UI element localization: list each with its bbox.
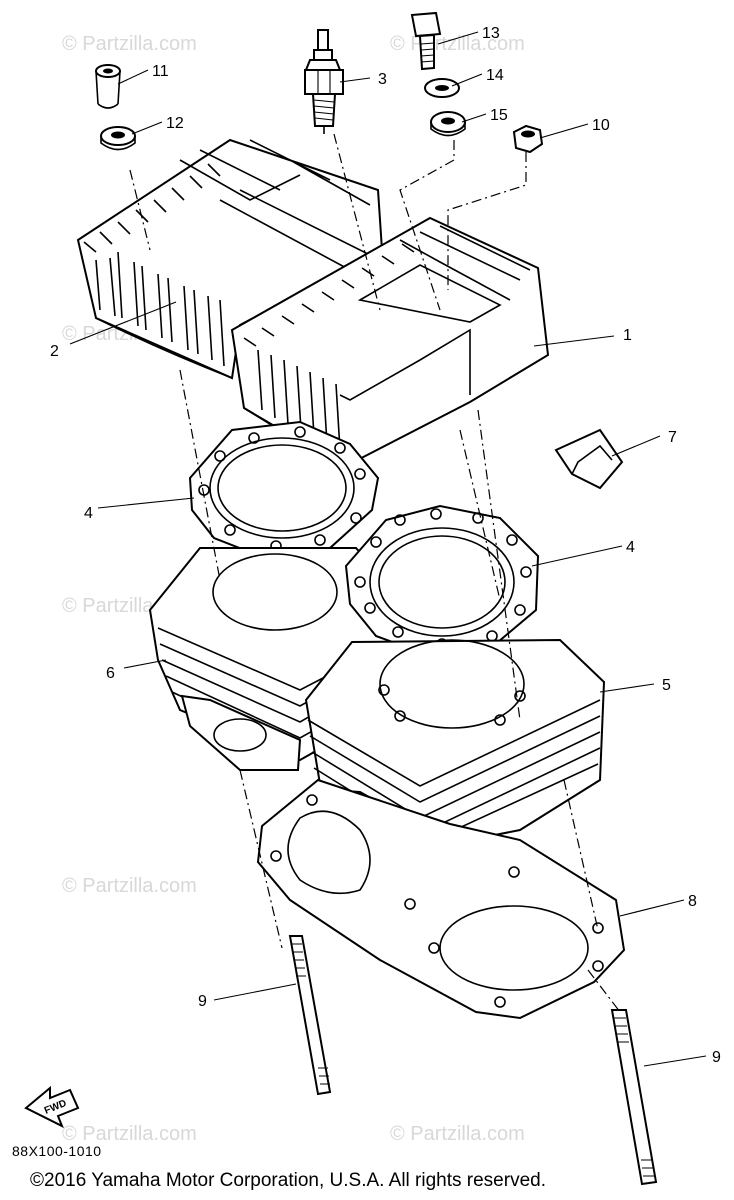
- watermark: © Partzilla.com: [390, 1123, 525, 1145]
- callout-label: 10: [592, 117, 610, 134]
- head-gasket-right-part: [344, 504, 540, 658]
- callout-label: 1: [623, 327, 632, 344]
- stud-left-part: [288, 935, 332, 1096]
- callout-label: 4: [84, 505, 93, 522]
- forward-arrow-icon: FWD: [24, 1085, 80, 1129]
- stud-right-part: [610, 1009, 658, 1186]
- nut-part: [512, 124, 544, 154]
- watermark: © Partzilla.com: [62, 1123, 197, 1145]
- callout-label: 6: [106, 665, 115, 682]
- watermark: © Partzilla.com: [62, 33, 197, 55]
- callout-label: 4: [626, 539, 635, 556]
- alignment-lines: [129, 133, 621, 1013]
- base-gasket-part: [256, 778, 626, 1020]
- callout-label: 12: [166, 115, 184, 132]
- bolt-part: [410, 11, 442, 71]
- callout-label: 8: [688, 893, 697, 910]
- callout-label: 3: [378, 71, 387, 88]
- washer-part: [100, 126, 136, 151]
- plain-washer-part: [430, 111, 466, 137]
- spark-plug-part: [304, 29, 344, 134]
- bracket-part: [554, 428, 624, 490]
- callout-label: 9: [198, 993, 207, 1010]
- callout-label: 7: [668, 429, 677, 446]
- lock-washer-part: [424, 78, 460, 98]
- diagram-part-code: 88X100-1010: [12, 1143, 102, 1159]
- cylinder-head-left-part: [76, 138, 384, 380]
- callout-label: 15: [490, 107, 508, 124]
- callouts: 1 2 3 4 4 5 6 7 8 9 9 10 11 12 13 14 15: [50, 25, 721, 1066]
- head-gasket-left-part: [188, 420, 380, 558]
- callout-label: 5: [662, 677, 671, 694]
- callout-label: 14: [486, 67, 504, 84]
- collar-part: [95, 64, 121, 109]
- copyright-notice: ©2016 Yamaha Motor Corporation, U.S.A. A…: [30, 1170, 546, 1191]
- watermark: © Partzilla.com: [62, 875, 197, 897]
- leader-lines: [69, 31, 707, 1067]
- callout-label: 11: [152, 63, 169, 80]
- callout-label: 2: [50, 343, 59, 360]
- callout-label: 9: [712, 1049, 721, 1066]
- callout-label: 13: [482, 25, 500, 42]
- watermark: © Partzilla.com: [390, 33, 525, 55]
